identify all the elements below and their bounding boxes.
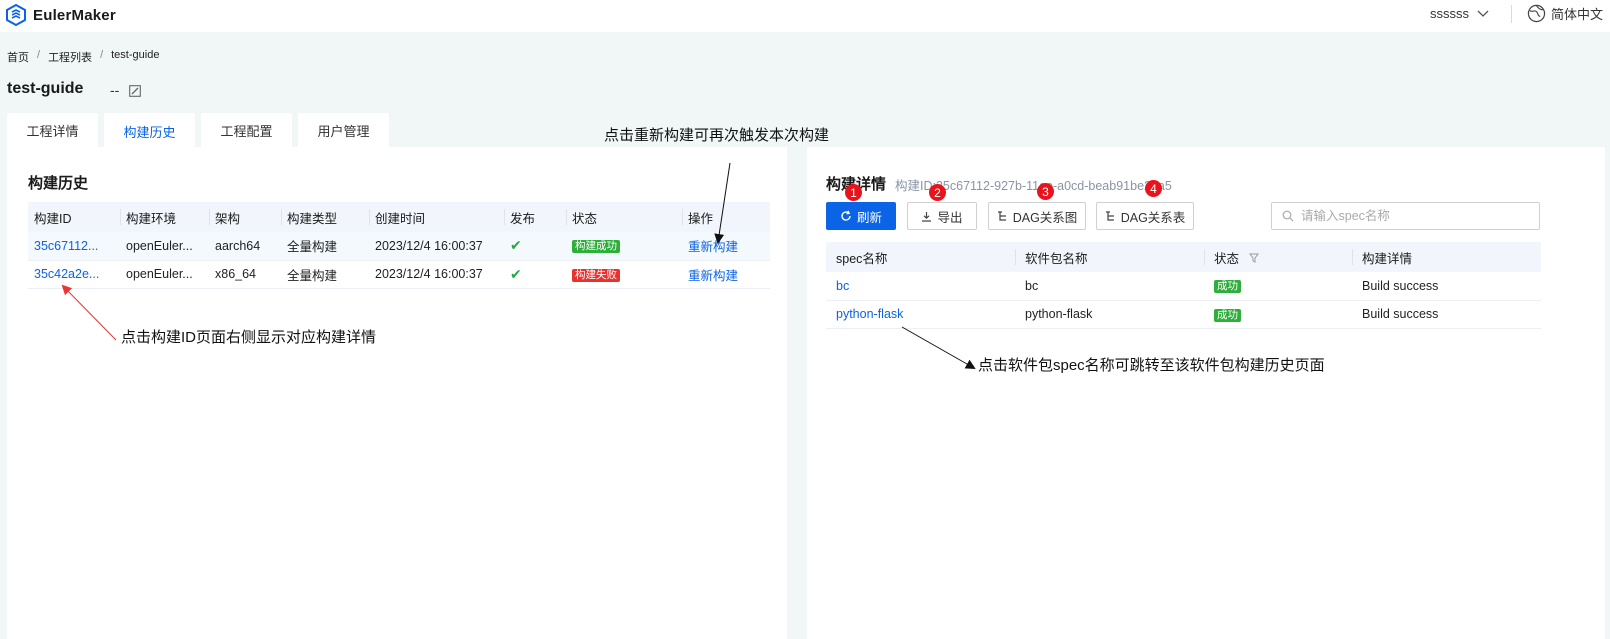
package-name-cell: bc (1015, 272, 1204, 301)
annotation-rebuild: 点击重新构建可再次触发本次构建 (604, 127, 830, 144)
column-header: 构建详情 (1352, 242, 1541, 272)
column-header: 构建ID (28, 202, 120, 232)
spec-search[interactable] (1271, 202, 1540, 230)
dag-table-label: DAG关系表 (1120, 210, 1186, 225)
create-time-cell: 2023/12/4 16:00:37 (369, 232, 504, 261)
build-detail-cell: Build success (1352, 272, 1541, 301)
create-time-cell: 2023/12/4 16:00:37 (369, 260, 504, 289)
marker-badge: 3 (1037, 183, 1054, 200)
marker-badge: 1 (845, 184, 862, 201)
column-header: 状态 (566, 202, 682, 232)
status-badge: 成功 (1214, 280, 1241, 294)
breadcrumb-separator: / (100, 49, 104, 61)
project-description: -- (110, 82, 120, 98)
language-switch[interactable]: 简体中文 (1527, 4, 1603, 23)
username: ssssss (1430, 6, 1469, 21)
status-badge: 构建失败 (572, 268, 620, 282)
globe-icon (1527, 4, 1546, 23)
column-header: 架构 (209, 202, 281, 232)
breadcrumb-project-list[interactable]: 工程列表 (48, 52, 93, 64)
spec-link[interactable]: python-flask (836, 307, 904, 321)
build-env-cell: openEuler... (120, 232, 209, 261)
build-id-link[interactable]: 35c42a2e... (34, 267, 100, 281)
column-header: spec名称 (826, 242, 1015, 272)
tab-build-history[interactable]: 构建历史 (104, 113, 195, 150)
rebuild-link[interactable]: 重新构建 (688, 240, 739, 255)
chevron-down-icon (1477, 10, 1489, 17)
tab-project-detail[interactable]: 工程详情 (7, 113, 98, 147)
dag-table-button[interactable]: DAG关系表 (1096, 202, 1194, 230)
column-header: 构建类型 (281, 202, 369, 232)
rebuild-link[interactable]: 重新构建 (688, 268, 739, 283)
dag-graph-label: DAG关系图 (1012, 210, 1078, 225)
build-history-table: 构建ID 构建环境 架构 构建类型 创建时间 发布 状态 操作 35c67112… (28, 202, 770, 289)
table-row[interactable]: 35c42a2e... openEuler... x86_64 全量构建 202… (28, 260, 770, 289)
column-header: 发布 (504, 202, 566, 232)
column-header-label: 状态 (1214, 251, 1240, 266)
eulermaker-logo-icon (6, 4, 26, 26)
build-detail-table: spec名称 软件包名称 状态 构建详情 bc bc 成功 Build succ… (826, 242, 1541, 329)
status-badge: 成功 (1214, 308, 1241, 322)
build-history-panel: 构建历史 构建ID 构建环境 架构 构建类型 创建时间 发布 状态 操作 35c… (7, 147, 787, 639)
column-header: 软件包名称 (1015, 242, 1204, 272)
app-name: EulerMaker (33, 6, 116, 24)
breadcrumb-home[interactable]: 首页 (7, 52, 29, 64)
refresh-icon (841, 210, 851, 221)
user-menu[interactable]: ssssss (1430, 6, 1489, 21)
annotation-spec: 点击软件包spec名称可跳转至该软件包构建历史页面 (978, 357, 1325, 374)
build-detail-panel: 构建详情 构建ID:35c67112-927b-11ee-a0cd-beab91… (807, 147, 1605, 639)
build-type-cell: 全量构建 (281, 232, 369, 261)
column-header: 创建时间 (369, 202, 504, 232)
table-row[interactable]: bc bc 成功 Build success (826, 272, 1541, 301)
package-name-cell: python-flask (1015, 300, 1204, 329)
marker-badge: 4 (1145, 180, 1162, 197)
tab-user-management[interactable]: 用户管理 (298, 113, 389, 147)
build-detail-cell: Build success (1352, 300, 1541, 329)
arch-cell: aarch64 (209, 232, 281, 261)
annotation-build-id: 点击构建ID页面右侧显示对应构建详情 (121, 329, 377, 346)
check-icon: ✔ (510, 237, 522, 254)
marker-badge: 2 (929, 184, 946, 201)
status-badge: 构建成功 (572, 240, 620, 254)
filter-icon[interactable] (1248, 253, 1259, 263)
edit-icon[interactable] (129, 85, 141, 97)
dag-icon (997, 210, 1006, 221)
top-bar: EulerMaker ssssss 简体中文 (0, 0, 1610, 32)
table-row[interactable]: 35c67112... openEuler... aarch64 全量构建 20… (28, 232, 770, 261)
spec-link[interactable]: bc (836, 278, 850, 293)
tab-bar: 工程详情 构建历史 工程配置 用户管理 (7, 113, 389, 150)
column-header: 操作 (682, 202, 770, 232)
dag-graph-button[interactable]: DAG关系图 (988, 202, 1086, 230)
search-icon (1282, 210, 1294, 222)
build-id-link[interactable]: 35c67112... (34, 238, 99, 253)
header-divider (1511, 5, 1512, 23)
dag-icon (1105, 210, 1114, 221)
column-header: 构建环境 (120, 202, 209, 232)
language-label: 简体中文 (1551, 7, 1604, 22)
arch-cell: x86_64 (209, 260, 281, 289)
build-type-cell: 全量构建 (281, 260, 369, 289)
page-title: test-guide (7, 80, 84, 97)
table-header-row: 构建ID 构建环境 架构 构建类型 创建时间 发布 状态 操作 (28, 202, 770, 232)
export-label: 导出 (937, 210, 963, 225)
download-icon (922, 211, 932, 222)
spec-search-input[interactable] (1301, 209, 1521, 223)
refresh-label: 刷新 (856, 210, 882, 225)
status-column-header: 状态 (1204, 242, 1352, 272)
build-id-label: 构建ID:35c67112-927b-11ee-a0cd-beab91be24a… (895, 179, 1172, 193)
table-header-row: spec名称 软件包名称 状态 构建详情 (826, 242, 1541, 272)
tab-project-config[interactable]: 工程配置 (201, 113, 292, 147)
check-icon: ✔ (510, 265, 522, 282)
refresh-button[interactable]: 刷新 (826, 202, 896, 230)
breadcrumb-separator: / (37, 49, 41, 61)
breadcrumb: 首页 / 工程列表 / test-guide (7, 49, 159, 65)
build-history-title: 构建历史 (28, 175, 89, 192)
breadcrumb-current: test-guide (111, 49, 160, 61)
export-button[interactable]: 导出 (907, 202, 977, 230)
table-row[interactable]: python-flask python-flask 成功 Build succe… (826, 300, 1541, 329)
build-env-cell: openEuler... (120, 260, 209, 289)
logo[interactable]: EulerMaker (6, 4, 116, 26)
